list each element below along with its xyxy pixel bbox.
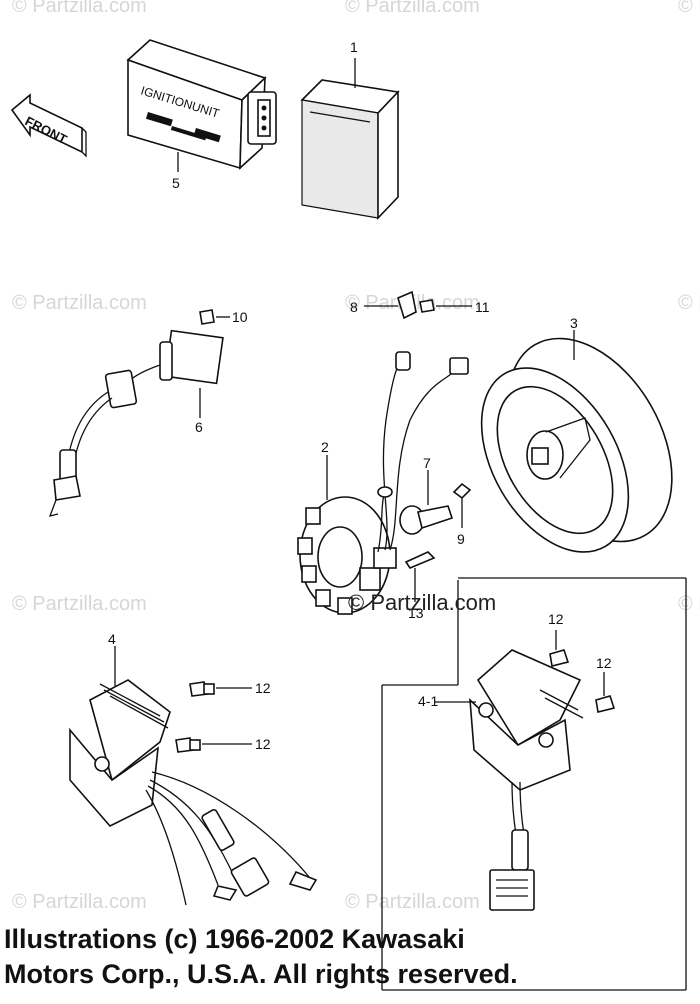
ignition-cover bbox=[300, 58, 400, 220]
watermark: © Partzilla.com bbox=[12, 292, 147, 314]
watermark: © Partzilla.com bbox=[345, 0, 480, 17]
watermark: © Partzilla.com bbox=[678, 292, 700, 314]
watermark: © Partzilla.com bbox=[12, 0, 147, 17]
callout-10: 10 bbox=[232, 309, 248, 325]
watermark: © Partzilla.com bbox=[678, 0, 700, 17]
bolts-regulator bbox=[175, 681, 252, 753]
callout-11: 11 bbox=[475, 299, 490, 315]
copyright-notice: Illustrations (c) 1966-2002 Kawasaki Mot… bbox=[4, 922, 518, 992]
ignition-unit: IGNITIONUNIT bbox=[126, 39, 277, 172]
callout-6: 6 bbox=[195, 419, 203, 435]
callout-12: 12 bbox=[548, 611, 564, 627]
callout-9: 9 bbox=[457, 531, 465, 547]
regulator-rectifier bbox=[69, 646, 318, 906]
callouts: 1 2 3 4 4-1 5 6 7 8 9 10 11 12 12 12 12 … bbox=[108, 39, 612, 752]
watermark: © Partzilla.com bbox=[345, 891, 480, 913]
callout-4-1: 4-1 bbox=[418, 693, 438, 709]
callout-8: 8 bbox=[350, 299, 358, 315]
center-watermark: © Partzilla.com bbox=[348, 590, 496, 615]
copyright-line-2: Motors Corp., U.S.A. All rights reserved… bbox=[4, 959, 518, 989]
rotor bbox=[480, 330, 673, 553]
callout-13: 13 bbox=[408, 605, 424, 621]
copyright-line-1: Illustrations (c) 1966-2002 Kawasaki bbox=[4, 924, 465, 954]
callout-12: 12 bbox=[596, 655, 612, 671]
callout-3: 3 bbox=[570, 315, 578, 331]
front-arrow: FRONT bbox=[10, 93, 87, 158]
watermark: © Partzilla.com bbox=[12, 593, 147, 615]
callout-12: 12 bbox=[255, 736, 271, 752]
stator bbox=[297, 351, 469, 615]
clamp-and-screw bbox=[364, 290, 472, 320]
watermark: © Partzilla.com bbox=[12, 891, 147, 913]
pickup-coil bbox=[48, 309, 230, 517]
callout-1: 1 bbox=[350, 39, 358, 55]
callout-7: 7 bbox=[423, 455, 431, 471]
callout-5: 5 bbox=[172, 175, 180, 191]
watermark: © Partzilla.com bbox=[678, 593, 700, 615]
bolts-stator bbox=[399, 470, 472, 602]
alternate-part-box: © Partzilla.com bbox=[348, 577, 687, 991]
callout-12: 12 bbox=[255, 680, 271, 696]
callout-2: 2 bbox=[321, 439, 329, 455]
callout-4: 4 bbox=[108, 631, 116, 647]
